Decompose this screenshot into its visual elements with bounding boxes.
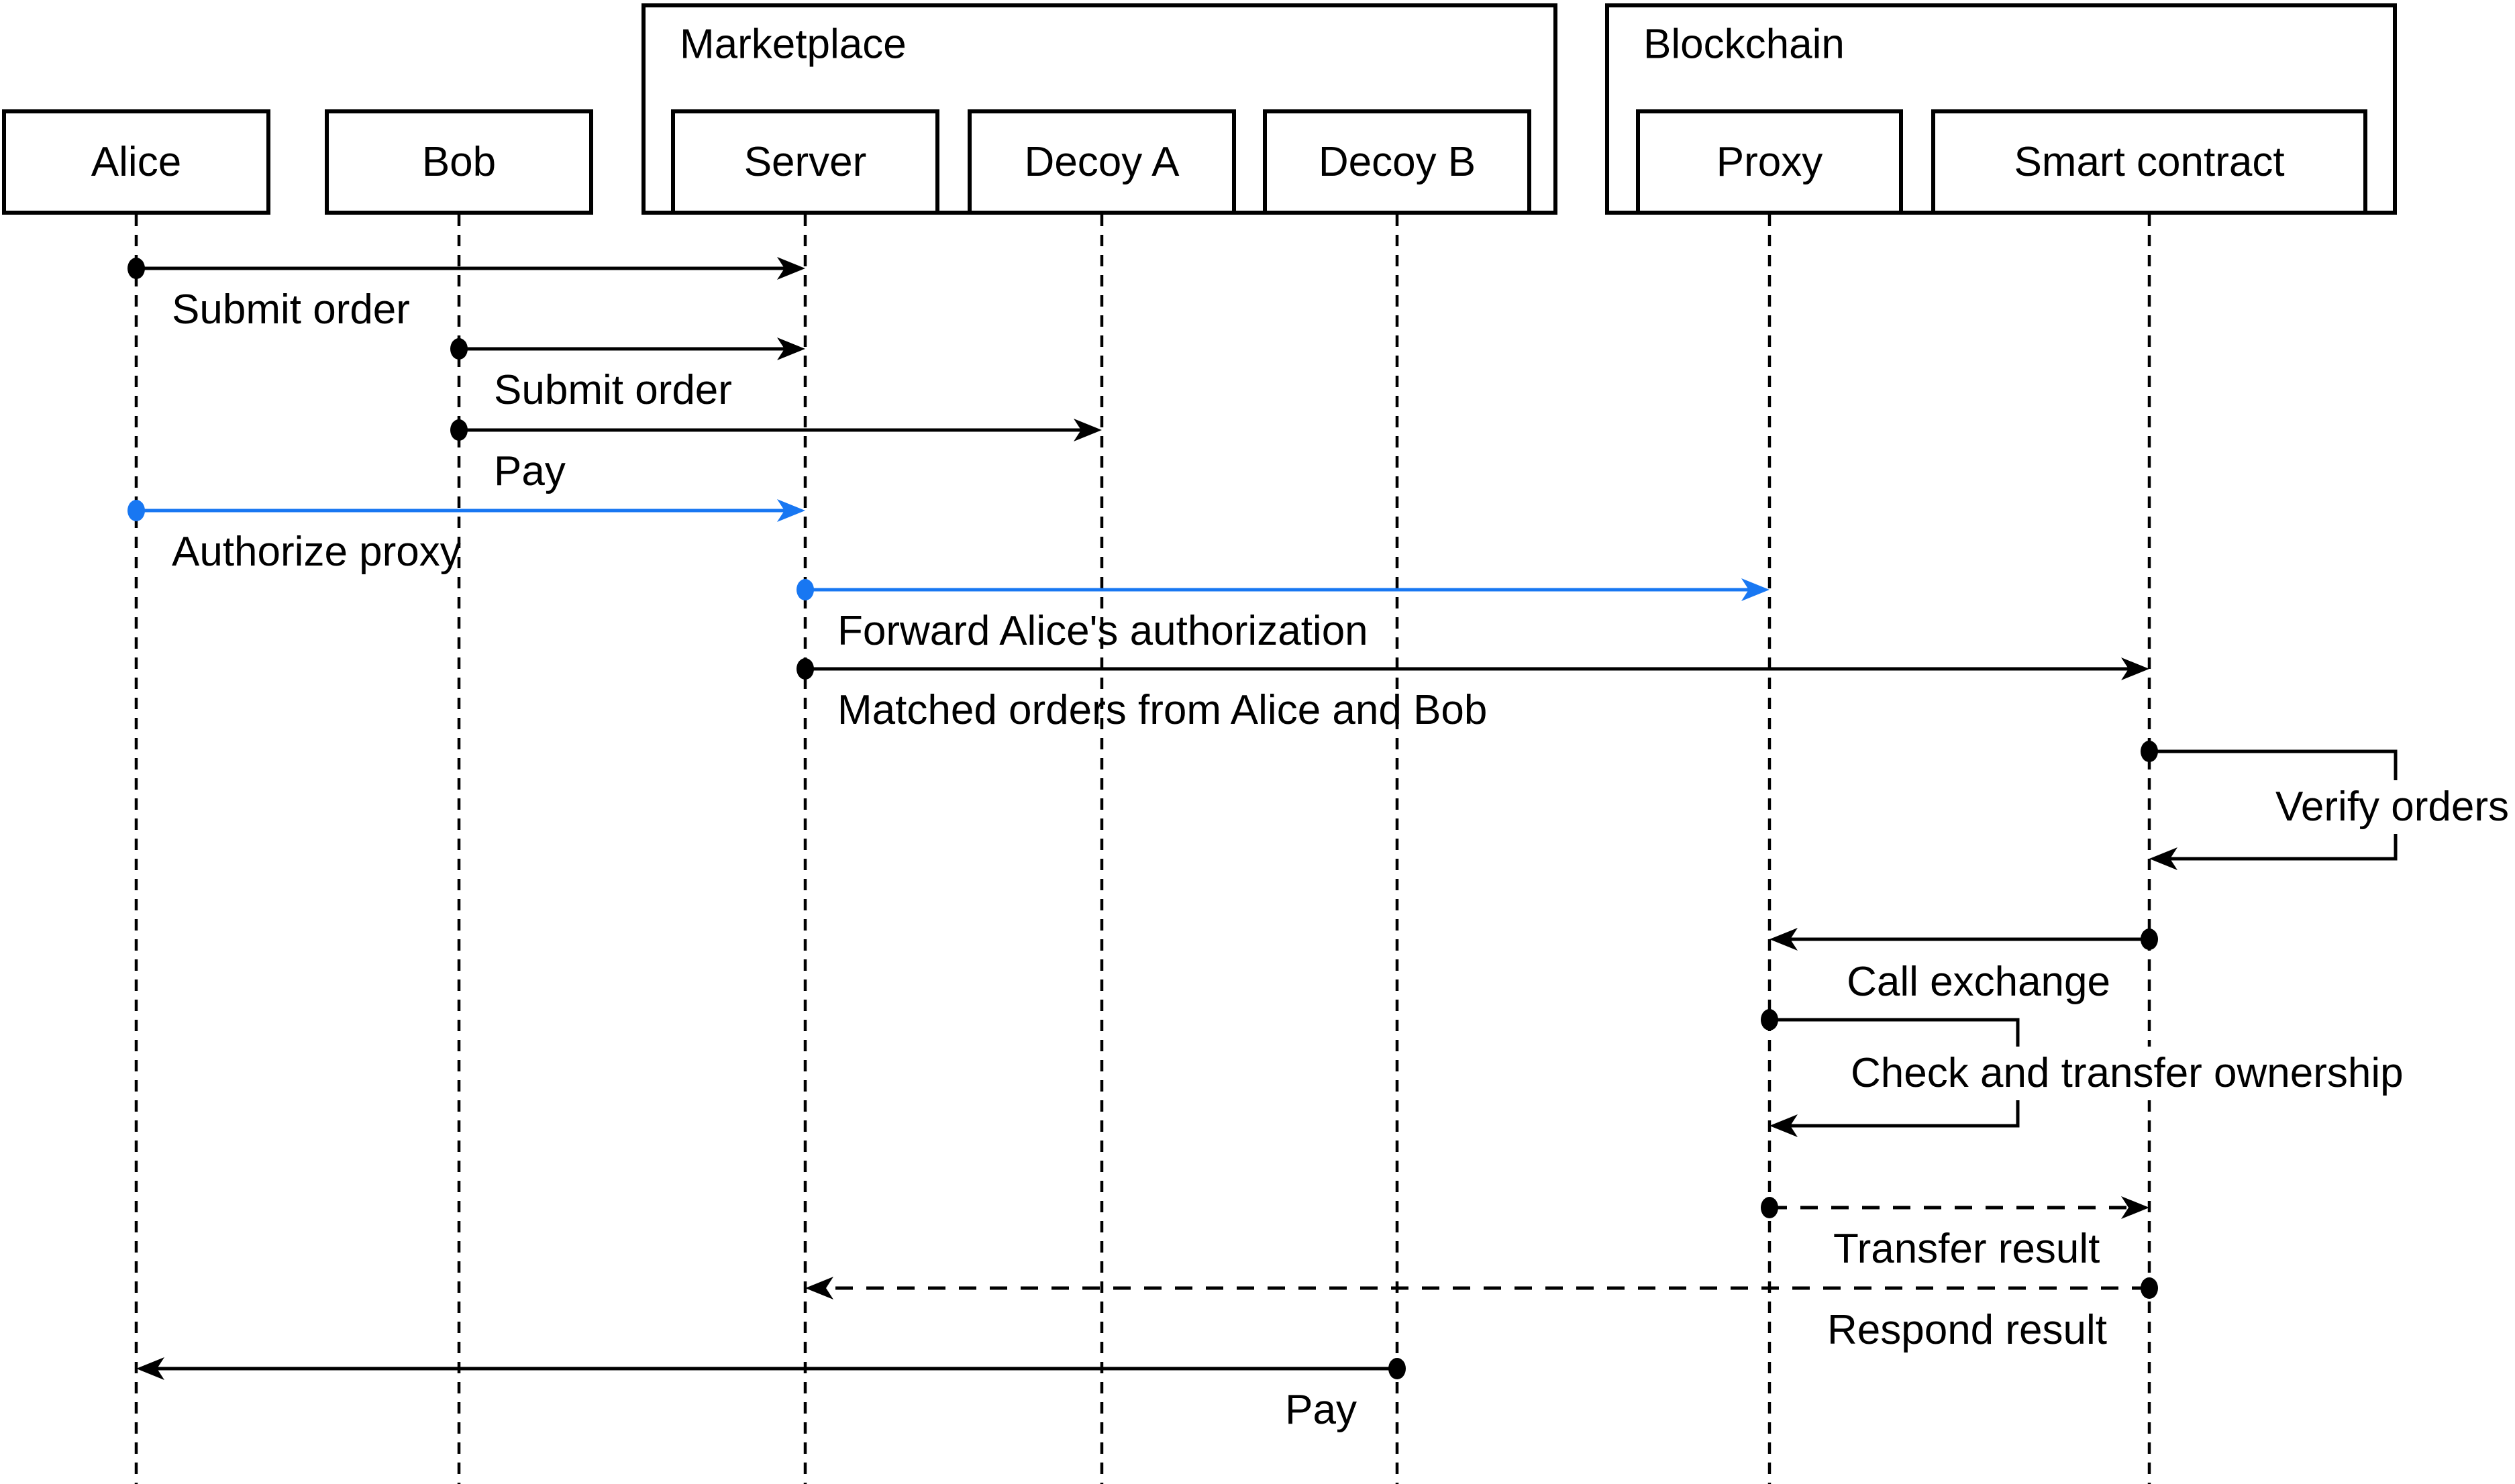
respond-result-arrowhead-icon	[805, 1277, 833, 1300]
message-label-matched-orders: Matched orders from Alice and Bob	[837, 687, 1488, 733]
submit-order-alice-arrowhead-icon	[777, 257, 805, 280]
participant-box-server: Server	[671, 109, 939, 215]
check-and-transfer-ownership-source-dot	[1761, 1009, 1778, 1030]
transfer-result-arrowhead-icon	[2121, 1196, 2149, 1219]
pay-bob-decoy-a-source-dot	[450, 419, 468, 441]
pay-bob-decoy-a-arrowhead-icon	[1074, 419, 1102, 441]
pay-decoy-b-alice-source-dot	[1388, 1358, 1406, 1379]
message-label-call-exchange: Call exchange	[1847, 959, 2110, 1005]
message-label-submit-order-alice: Submit order	[172, 286, 410, 333]
transfer-result-source-dot	[1761, 1197, 1778, 1218]
message-label-verify-orders: Verify orders	[2265, 780, 2515, 834]
message-label-respond-result: Respond result	[1827, 1307, 2107, 1353]
call-exchange-arrowhead-icon	[1769, 928, 1798, 951]
matched-orders-arrowhead-icon	[2121, 657, 2149, 680]
message-label-submit-order-bob: Submit order	[494, 367, 732, 413]
authorize-proxy-source-dot	[127, 500, 145, 521]
submit-order-alice-source-dot	[127, 258, 145, 279]
pay-decoy-b-alice-arrowhead-icon	[136, 1357, 164, 1380]
message-label-authorize-proxy: Authorize proxy	[172, 529, 461, 575]
submit-order-bob-arrowhead-icon	[777, 337, 805, 360]
participant-box-proxy: Proxy	[1636, 109, 1903, 215]
message-label-pay-decoy-b-alice: Pay	[1285, 1387, 1357, 1433]
submit-order-bob-source-dot	[450, 338, 468, 360]
group-label-blockchain: Blockchain	[1643, 21, 1845, 68]
participant-box-bob: Bob	[325, 109, 593, 215]
respond-result-source-dot	[2141, 1277, 2158, 1299]
verify-orders-source-dot	[2141, 741, 2158, 762]
participant-box-alice: Alice	[2, 109, 270, 215]
participant-box-decoy_a: Decoy A	[968, 109, 1236, 215]
verify-orders-arrowhead-icon	[2149, 847, 2177, 870]
call-exchange-source-dot	[2141, 929, 2158, 950]
message-label-forward-authorization: Forward Alice's authorization	[837, 608, 1368, 654]
forward-authorization-source-dot	[797, 579, 814, 600]
participant-box-decoy_b: Decoy B	[1263, 109, 1531, 215]
group-label-marketplace: Marketplace	[680, 21, 907, 68]
participant-box-smart_contract: Smart contract	[1931, 109, 2367, 215]
message-label-pay-bob-decoy-a: Pay	[494, 448, 566, 494]
forward-authorization-arrowhead-icon	[1741, 578, 1769, 601]
check-and-transfer-ownership-arrowhead-icon	[1769, 1114, 1798, 1137]
authorize-proxy-arrowhead-icon	[777, 499, 805, 522]
message-label-transfer-result: Transfer result	[1833, 1226, 2100, 1272]
message-label-check-and-transfer-ownership: Check and transfer ownership	[1841, 1047, 2413, 1100]
matched-orders-source-dot	[797, 658, 814, 680]
